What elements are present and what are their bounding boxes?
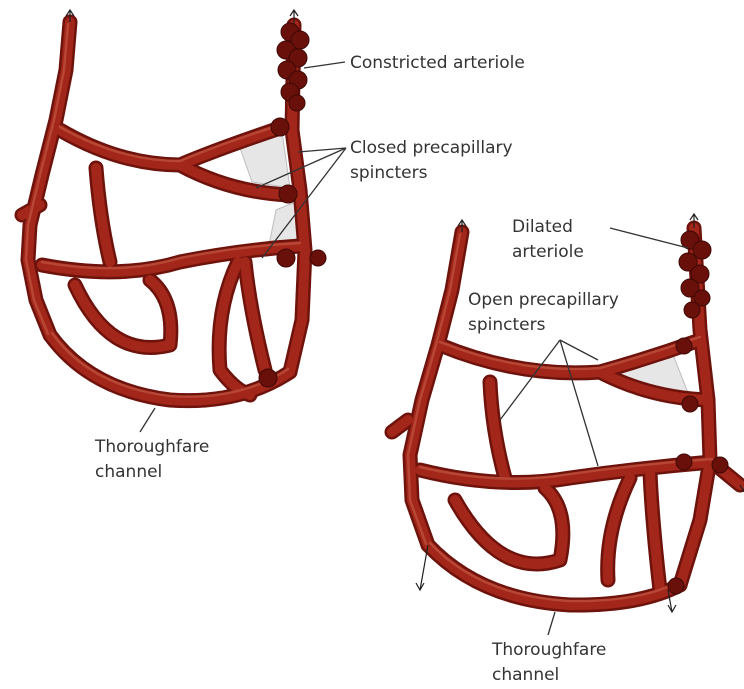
left-vessel-network bbox=[22, 22, 305, 401]
label-closed-sphincters-line2: spincters bbox=[350, 163, 428, 183]
left-capillary-bed bbox=[22, 10, 326, 401]
label-thoroughfare-left-line2: channel bbox=[95, 462, 162, 482]
label-dilated-arteriole-line1: Dilated bbox=[512, 217, 573, 237]
leader-thoroughfare-right bbox=[548, 612, 555, 635]
label-open-sphincters-line1: Open precapillary bbox=[468, 290, 619, 310]
leader-constricted-arteriole bbox=[304, 62, 345, 68]
constricted-arteriole-muscle bbox=[277, 23, 309, 111]
leader-thoroughfare-left bbox=[140, 408, 155, 432]
label-constricted-arteriole: Constricted arteriole bbox=[350, 53, 525, 73]
label-thoroughfare-left-line1: Thoroughfare bbox=[94, 437, 209, 457]
dilated-arteriole-muscle bbox=[679, 231, 711, 318]
label-thoroughfare-right-line1: Thoroughfare bbox=[491, 640, 606, 660]
right-capillary-bed bbox=[392, 214, 744, 612]
leader-dilated-arteriole bbox=[610, 228, 688, 248]
label-dilated-arteriole-line2: arteriole bbox=[512, 242, 584, 262]
right-left-outflow-arrow bbox=[416, 545, 428, 590]
leader-open-sphincters bbox=[500, 340, 598, 466]
label-closed-sphincters-line1: Closed precapillary bbox=[350, 138, 513, 158]
label-thoroughfare-right-line2: channel bbox=[492, 665, 559, 685]
label-open-sphincters-line2: spincters bbox=[468, 315, 546, 335]
